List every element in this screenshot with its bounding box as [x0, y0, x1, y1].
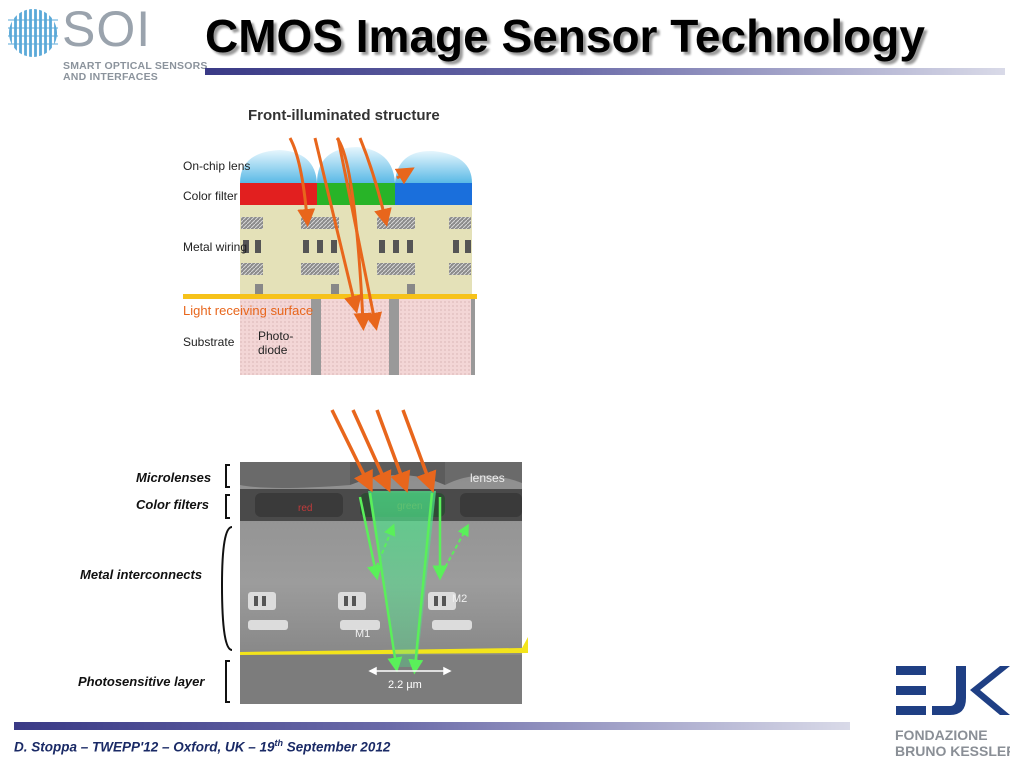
- incident-light-arrows: [288, 137, 392, 331]
- sem-cross-section-diagram: 2.2 µm lenses red green M1 M2 Microlense…: [78, 409, 528, 704]
- figure-top-heading: Front-illuminated structure: [248, 107, 440, 124]
- label-photodiode-2: diode: [258, 343, 288, 357]
- soi-logo-subtitle-2: AND INTERFACES: [63, 71, 158, 83]
- incident-light-arrows: [330, 409, 437, 493]
- footer-citation-end: September 2012: [283, 739, 391, 755]
- label-photosensitive-layer: Photosensitive layer: [78, 674, 205, 689]
- fbk-line-1: FONDAZIONE: [895, 727, 988, 743]
- label-on-chip-lens: On-chip lens: [183, 159, 250, 173]
- label-photodiode-1: Photo-: [258, 329, 293, 343]
- label-color-filter: Color filter: [183, 189, 238, 203]
- tag-m1: M1: [355, 628, 370, 640]
- label-metal-wiring: Metal wiring: [183, 240, 247, 254]
- light-receiving-surface-line: [183, 294, 477, 299]
- front-illuminated-diagram: Front-illuminated structure On-chip lens: [183, 107, 477, 375]
- soi-globe-icon: [8, 7, 58, 59]
- filter-blue: [395, 183, 472, 205]
- scale-bar: [368, 666, 452, 676]
- substrate-divider: [311, 299, 321, 375]
- tag-m2: M2: [452, 593, 467, 605]
- substrate-divider: [389, 299, 399, 375]
- photosensitive-boundary-line: [240, 637, 528, 655]
- label-brackets: [220, 464, 233, 703]
- on-chip-lenses: [240, 147, 472, 183]
- soi-logo-text: SOI: [62, 1, 152, 57]
- fbk-mark-icon: [896, 666, 1010, 715]
- footer-citation-sup: th: [274, 738, 284, 748]
- label-light-receiving-surface: Light receiving surface: [183, 303, 313, 318]
- tag-lenses: lenses: [470, 471, 505, 485]
- filter-green: [317, 183, 395, 205]
- soi-logo-subtitle-1: SMART OPTICAL SENSORS: [63, 60, 208, 72]
- footer-rule: [14, 722, 850, 730]
- slide-title: CMOS Image Sensor Technology: [205, 10, 925, 62]
- label-substrate: Substrate: [183, 335, 235, 349]
- reflected-light-arrow: [394, 167, 415, 185]
- metal-wiring-blocks: [241, 217, 471, 294]
- scale-bar-label: 2.2 µm: [388, 679, 422, 691]
- fbk-logo: FONDAZIONE BRUNO KESSLER: [895, 666, 1010, 759]
- title-rule: [205, 68, 1005, 75]
- filter-red: [240, 183, 317, 205]
- green-light-arrows: [358, 492, 448, 675]
- tag-red: red: [298, 503, 312, 514]
- fbk-line-2: BRUNO KESSLER: [895, 743, 1010, 759]
- soi-logo-mark: [8, 7, 58, 59]
- label-color-filters: Color filters: [136, 497, 209, 512]
- footer-citation: D. Stoppa – TWEPP'12 – Oxford, UK – 19th…: [14, 738, 390, 755]
- label-microlenses: Microlenses: [136, 470, 211, 485]
- label-metal-interconnects: Metal interconnects: [80, 567, 202, 582]
- tag-green: green: [397, 501, 423, 512]
- footer-citation-main: D. Stoppa – TWEPP'12 – Oxford, UK – 19: [14, 739, 275, 755]
